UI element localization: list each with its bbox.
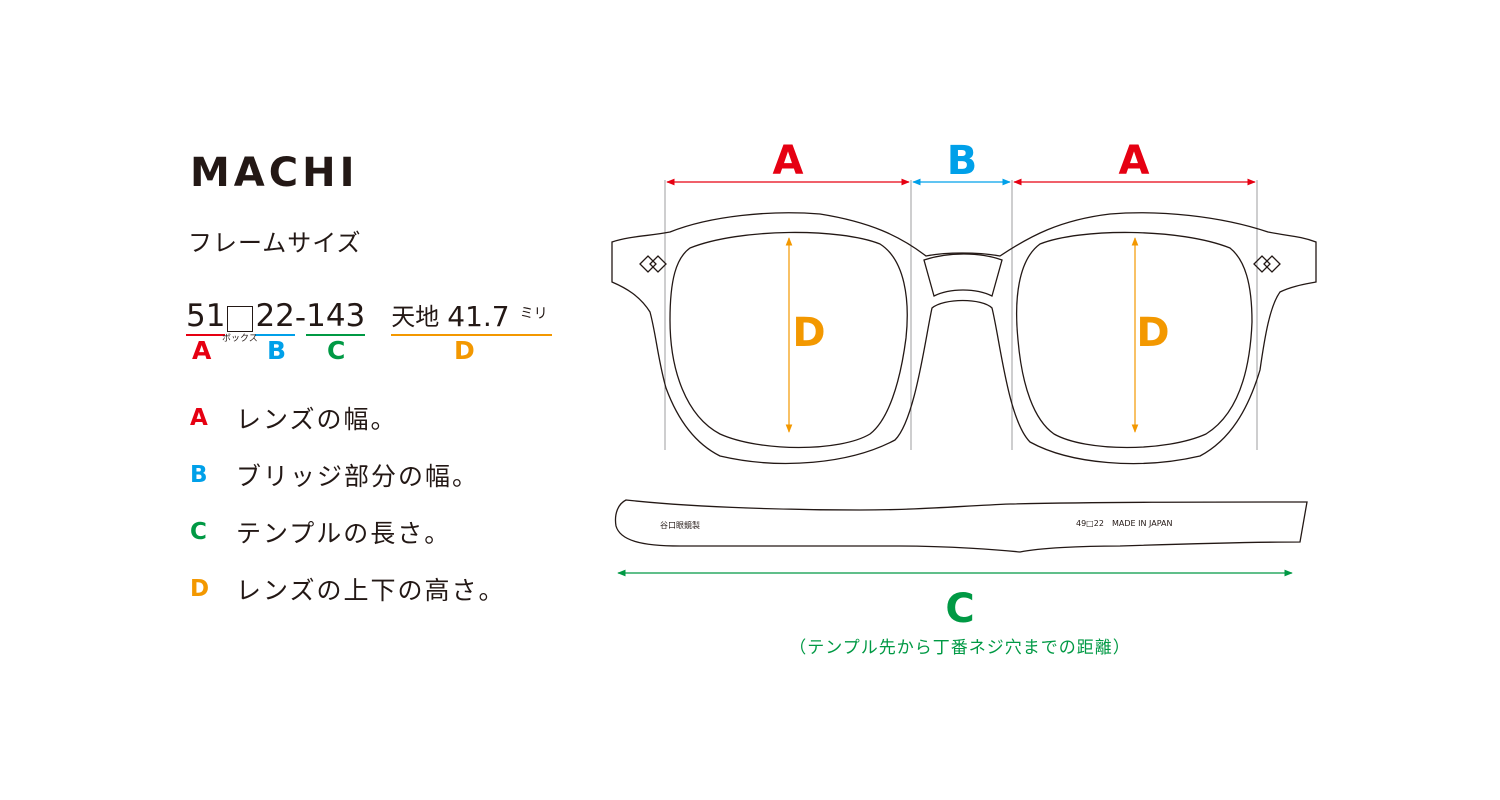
legend-letter: B: [190, 462, 208, 488]
right-lens: [1016, 231, 1253, 449]
legend-item-c: C テンプルの長さ。: [190, 514, 451, 550]
lens-width-value: 51: [186, 298, 226, 336]
left-hinge-rivet-icon: [639, 255, 667, 273]
frame-size-heading: フレームサイズ: [188, 229, 362, 257]
bridge-pad: [923, 253, 1003, 297]
dim-label-a-left: A: [773, 138, 804, 184]
dim-label-d-right: D: [1136, 310, 1169, 356]
size-spec: 51 22 - 143 天地 41.7 ミリ: [186, 296, 552, 336]
box-symbol-icon: [227, 306, 254, 332]
dim-label-b: B: [947, 138, 978, 184]
lens-height-unit: ミリ: [519, 306, 548, 322]
dim-label-c: C: [945, 586, 974, 632]
dim-label-a-right: A: [1119, 138, 1150, 184]
legend-text: レンズの幅。: [236, 405, 398, 434]
dash-separator: -: [294, 300, 307, 336]
left-lens: [669, 231, 908, 449]
frame-outline: [611, 212, 1317, 465]
size-letter-a: A: [192, 336, 212, 365]
temple-maker-mark: 谷口眼鏡製: [660, 520, 700, 530]
legend-letter: D: [190, 576, 210, 602]
box-note: ボックス: [222, 334, 258, 344]
size-letter-c: C: [327, 336, 346, 365]
legend-item-d: D レンズの上下の高さ。: [190, 571, 506, 607]
temple-length-value: 143: [306, 298, 366, 336]
model-name: MACHI: [190, 150, 359, 196]
legend-text: ブリッジ部分の幅。: [236, 462, 480, 491]
legend-text: テンプルの長さ。: [236, 519, 452, 548]
legend-item-a: A レンズの幅。: [190, 400, 398, 436]
temple-length-note: （テンプル先から丁番ネジ穴までの距離）: [789, 638, 1131, 658]
legend-letter: A: [190, 405, 208, 431]
dim-label-d-left: D: [792, 310, 825, 356]
temple-origin: MADE IN JAPAN: [1112, 519, 1172, 528]
lens-height-label: 天地: [391, 303, 440, 331]
lens-height-value: 41.7: [447, 300, 510, 333]
legend-text: レンズの上下の高さ。: [236, 576, 506, 605]
temple-size-code: 49□22: [1076, 519, 1104, 528]
lens-height-spec: 天地 41.7 ミリ: [391, 300, 552, 336]
right-hinge-rivet-icon: [1253, 255, 1281, 273]
frame-front: [611, 212, 1317, 465]
size-letter-d: D: [454, 336, 475, 365]
legend-item-b: B ブリッジ部分の幅。: [190, 457, 479, 493]
temple-outline: [614, 499, 1308, 553]
bridge-width-value: 22: [255, 298, 295, 336]
legend-letter: C: [190, 519, 207, 545]
size-letter-b: B: [267, 336, 287, 365]
